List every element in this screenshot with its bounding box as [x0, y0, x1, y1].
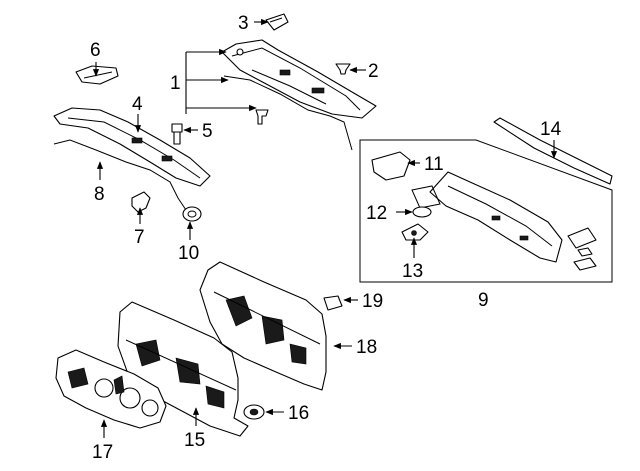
grommet-10	[182, 206, 202, 222]
insulator-18	[199, 261, 327, 391]
callout-15: 15	[184, 430, 205, 451]
bracket-6	[75, 65, 119, 85]
callout-3: 3	[238, 13, 249, 34]
cowl-seal	[223, 75, 353, 151]
seal-strip-14	[493, 117, 613, 185]
callout-5: 5	[202, 121, 213, 142]
clip-2	[335, 63, 351, 75]
insulator-17	[55, 349, 167, 429]
seal-8	[53, 139, 187, 211]
callout-1: 1	[170, 73, 181, 94]
callout-18: 18	[356, 337, 377, 358]
callout-13: 13	[402, 261, 423, 282]
leader-lines	[92, 18, 558, 438]
callout-17: 17	[92, 442, 113, 463]
callout-14: 14	[540, 119, 562, 140]
callout-9: 9	[478, 290, 489, 311]
cowl-panel-4	[53, 107, 211, 187]
plug-19	[323, 295, 343, 311]
cowl-top-panel	[221, 39, 377, 119]
grommet-16	[243, 404, 265, 420]
callout-7: 7	[134, 227, 145, 248]
callout-6: 6	[90, 40, 101, 61]
insulator-15	[117, 301, 249, 437]
callout-12: 12	[366, 203, 387, 224]
assembly-box-9	[359, 139, 613, 283]
bracket-13	[401, 223, 429, 241]
callout-16: 16	[288, 403, 309, 424]
callout-11: 11	[424, 154, 444, 175]
pad-12	[412, 206, 432, 218]
callout-2: 2	[368, 61, 379, 82]
bracket-11	[371, 151, 411, 181]
seal-piece-3	[265, 13, 289, 31]
clip-7	[131, 191, 151, 213]
callout-4: 4	[132, 94, 143, 115]
callout-8: 8	[94, 184, 105, 205]
cowl-clip-1	[255, 109, 269, 125]
callout-labels: 1 2 3 4 5 6 7 8 9 10 11 12 13 14 15 16 1…	[90, 13, 562, 463]
callout-19: 19	[362, 291, 383, 312]
bolt-5	[171, 123, 183, 145]
callout-10: 10	[178, 243, 199, 264]
